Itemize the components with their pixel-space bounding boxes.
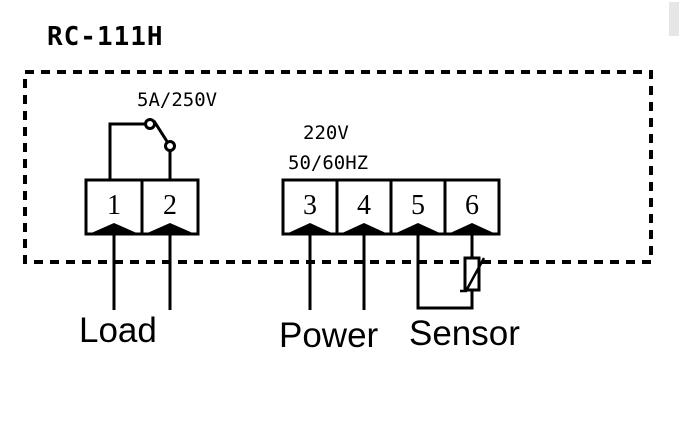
- thermistor-symbol: [460, 256, 486, 293]
- terminal-2-number: 2: [163, 190, 177, 221]
- sensor-label: Sensor: [409, 314, 520, 353]
- power-frequency-label: 50/60HZ: [288, 152, 368, 174]
- power-wires: [308, 234, 366, 310]
- terminal-block-power-sensor: 3 4 5 6: [281, 178, 501, 236]
- power-label: Power: [279, 316, 379, 355]
- load-label: Load: [79, 311, 157, 350]
- relay-switch: [108, 118, 176, 180]
- terminal-1-number: 1: [107, 190, 121, 221]
- corner-mark: [669, 2, 679, 36]
- power-voltage-label: 220V: [303, 122, 349, 144]
- terminal-block-load: 1 2: [84, 178, 200, 236]
- load-wires: [112, 234, 172, 310]
- model-title: RC-111H: [47, 22, 164, 52]
- terminal-5-number: 5: [411, 190, 425, 221]
- relay-rating-label: 5A/250V: [137, 89, 217, 111]
- controller-enclosure: [23, 70, 653, 264]
- terminal-4-number: 4: [357, 190, 371, 221]
- terminal-6-number: 6: [465, 190, 479, 221]
- terminal-3-number: 3: [303, 190, 317, 221]
